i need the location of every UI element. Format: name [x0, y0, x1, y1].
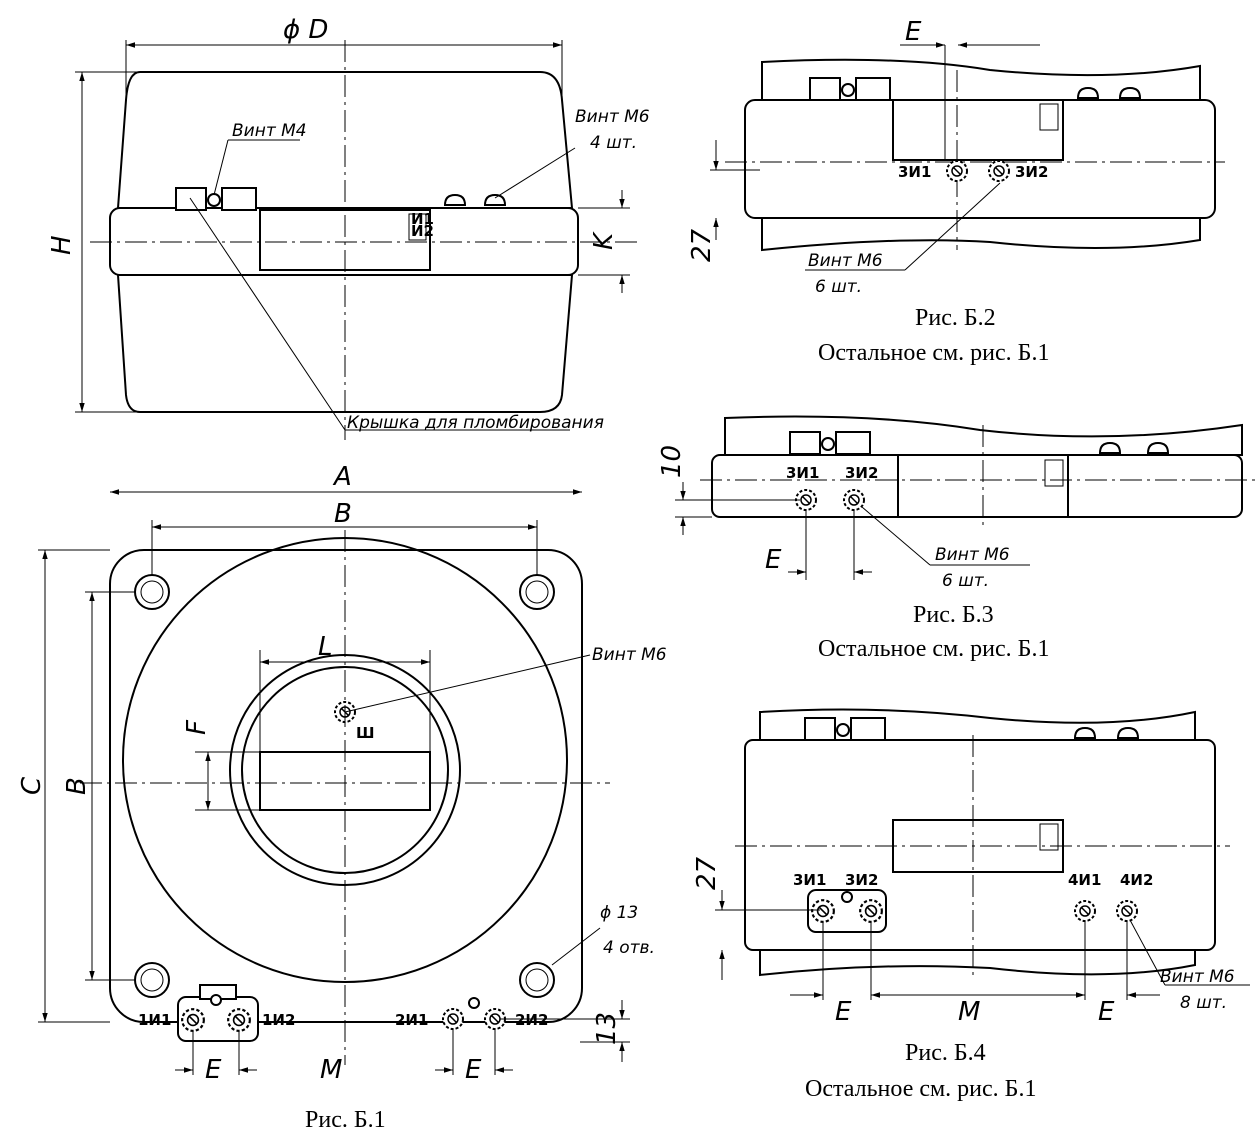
- note-screw-m4: Винт М4: [232, 121, 307, 141]
- dim-k: K: [589, 231, 619, 250]
- fig4-terminal-3i2: 3И2: [845, 871, 878, 889]
- dim-13: 13: [592, 1012, 622, 1045]
- fig4-dim-e2: E: [1098, 997, 1115, 1027]
- fig4-note-qty: 8 шт.: [1180, 993, 1227, 1013]
- fig3-note-screw: Винт М6: [935, 545, 1010, 565]
- fig1-plan-view: [38, 489, 630, 1075]
- fig4-terminal-4i1: 4И1: [1068, 871, 1101, 889]
- note-seal-cover: Крышка для пломбирования: [347, 413, 604, 433]
- fig2-partial-view: [710, 42, 1225, 271]
- fig2-note-qty: 6 шт.: [815, 277, 862, 297]
- fig3-dim-10: 10: [657, 445, 687, 478]
- fig2-dim-27: 27: [687, 228, 717, 262]
- dim-f: F: [182, 719, 212, 735]
- note-screw-m6-top: Винт М6: [575, 107, 650, 127]
- fig3-note-qty: 6 шт.: [942, 571, 989, 591]
- fig2-caption: Рис. Б.2: [915, 305, 996, 331]
- fig3-terminal-3i1: 3И1: [786, 464, 819, 482]
- dim-e-left: E: [205, 1055, 222, 1085]
- note-screw-m6-center: Винт М6: [592, 645, 667, 665]
- terminal-2i1: 2И1: [395, 1011, 428, 1029]
- terminal-2i2: 2И2: [515, 1011, 548, 1029]
- terminal-1i1: 1И1: [138, 1011, 171, 1029]
- dim-m: M: [320, 1055, 342, 1085]
- dim-b-top: B: [334, 499, 352, 529]
- fig3-dim-e: E: [765, 545, 782, 575]
- nameplate-i2: И2: [411, 222, 434, 240]
- note-hole-qty: 4 отв.: [603, 938, 655, 958]
- fig3-terminal-3i2: 3И2: [845, 464, 878, 482]
- fig4-dim-e1: E: [835, 997, 852, 1027]
- fig3-subcaption: Остальное см. рис. Б.1: [818, 636, 1049, 662]
- fig4-dim-27: 27: [692, 856, 722, 890]
- terminal-sh: Ш: [356, 724, 375, 742]
- fig3-caption: Рис. Б.3: [913, 602, 994, 628]
- dim-phi-d: ϕ D: [283, 15, 328, 45]
- fig4-note-screw: Винт М6: [1160, 967, 1235, 987]
- fig4-subcaption: Остальное см. рис. Б.1: [805, 1076, 1036, 1102]
- fig2-terminal-3i2: 3И2: [1015, 163, 1048, 181]
- fig1-caption: Рис. Б.1: [305, 1107, 386, 1133]
- fig4-partial-view: [715, 708, 1250, 1000]
- note-screw-m6-top-qty: 4 шт.: [590, 133, 637, 153]
- fig2-dim-e: E: [905, 17, 922, 47]
- fig1-front-view: [75, 40, 640, 440]
- note-hole: ϕ 13: [600, 903, 638, 923]
- dim-c: C: [17, 776, 47, 795]
- fig3-partial-view: [675, 415, 1258, 580]
- nameplate-i1: И1: [411, 210, 434, 228]
- dim-a: A: [332, 462, 352, 492]
- fig4-terminal-4i2: 4И2: [1120, 871, 1153, 889]
- fig2-subcaption: Остальное см. рис. Б.1: [818, 340, 1049, 366]
- dim-e-right: E: [465, 1055, 482, 1085]
- terminal-1i2: 1И2: [262, 1011, 295, 1029]
- fig2-note-screw: Винт М6: [808, 251, 883, 271]
- dim-h: H: [47, 235, 77, 255]
- fig4-terminal-3i1: 3И1: [793, 871, 826, 889]
- fig4-dim-m: M: [958, 997, 980, 1027]
- fig4-caption: Рис. Б.4: [905, 1040, 986, 1066]
- dim-l: L: [318, 632, 333, 662]
- fig2-terminal-3i1: 3И1: [898, 163, 931, 181]
- dim-b-side: B: [62, 777, 92, 795]
